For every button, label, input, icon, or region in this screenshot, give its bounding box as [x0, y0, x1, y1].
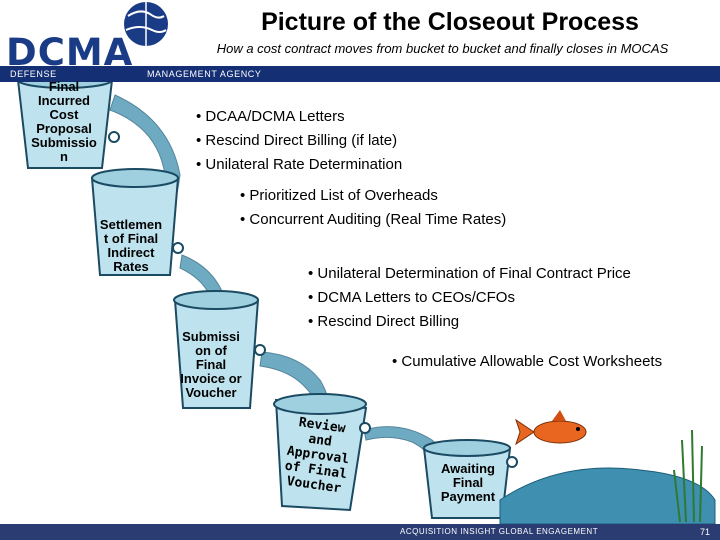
bucket-4 [273, 393, 371, 512]
page-subtitle: How a cost contract moves from bucket to… [216, 41, 669, 56]
banner-left-text: DEFENSE [10, 69, 57, 79]
bucket-label-1: Final Incurred Cost Proposal Submissio n [25, 80, 103, 164]
bucket-label-3: Submissi on of Final Invoice or Voucher [172, 330, 250, 400]
bucket-label-2: Settlemen t of Final Indirect Rates [92, 218, 170, 274]
bucket-1-line-4: Proposal [36, 121, 92, 136]
bucket-3-line-4: Invoice or [180, 371, 242, 386]
bullet-group-2: Prioritized List of Overheads Concurrent… [240, 184, 506, 232]
bullet-item: Cumulative Allowable Cost Worksheets [392, 350, 662, 374]
pond [499, 429, 716, 525]
bucket-1-line-3: Cost [49, 107, 79, 122]
agency-banner-text: DEFENSE MANAGEMENT AGENCY [10, 69, 262, 79]
bucket-label-5: Awaiting Final Payment [428, 462, 508, 504]
agency-banner [0, 66, 720, 82]
page-number: 71 [700, 527, 711, 537]
bullet-item: Rescind Direct Billing [308, 310, 631, 334]
bucket-5 [422, 439, 518, 519]
bucket-1-line-5: Submissio [31, 135, 97, 150]
bucket-5-line-1: Awaiting [441, 461, 495, 476]
bucket-2-line-3: Indirect [107, 245, 155, 260]
footer-bar [0, 524, 720, 540]
bullet-item: Unilateral Determination of Final Contra… [308, 262, 630, 286]
bullet-item: DCAA/DCMA Letters [196, 105, 402, 129]
bucket-1-line-6: n [60, 149, 68, 164]
bucket-3-line-1: Submissi [182, 329, 240, 344]
page-title: Picture of the Closeout Process [261, 8, 639, 36]
footer-text: ACQUISITION INSIGHT GLOBAL ENGAGEMENT [400, 527, 599, 536]
bucket-5-line-3: Payment [440, 489, 496, 504]
bucket-2-line-1: Settlemen [99, 217, 163, 232]
bullet-item: DCMA Letters to CEOs/CFOs [308, 286, 631, 310]
globe-logo-icon [124, 2, 168, 46]
bullet-group-3: Unilateral Determination of Final Contra… [308, 262, 631, 334]
bullet-item: Concurrent Auditing (Real Time Rates) [240, 208, 506, 232]
banner-right-text: MANAGEMENT AGENCY [146, 69, 262, 79]
bucket-1-line-1: Final [48, 79, 80, 94]
bucket-label-4: Review and Approval of Final Voucher [273, 413, 363, 498]
bucket-3-line-3: Final [195, 357, 227, 372]
bucket-2-line-2: t of Final [103, 231, 159, 246]
bullet-group-4: Cumulative Allowable Cost Worksheets [392, 350, 662, 374]
bullet-item: Rescind Direct Billing (if late) [196, 129, 402, 153]
bucket-2-line-4: Rates [113, 259, 149, 274]
bucket-3-line-2: on of [195, 343, 227, 358]
bullet-item: Unilateral Rate Determination [196, 153, 402, 177]
bucket-2 [90, 168, 184, 276]
bucket-3 [173, 290, 266, 409]
bullet-group-1: DCAA/DCMA Letters Rescind Direct Billing… [196, 105, 402, 177]
bucket-3-line-5: Voucher [185, 385, 237, 400]
goldfish-icon [515, 410, 587, 446]
bullet-item: Prioritized List of Overheads [240, 184, 506, 208]
bucket-1-line-2: Incurred [37, 93, 90, 108]
bucket-5-line-2: Final [452, 475, 484, 490]
